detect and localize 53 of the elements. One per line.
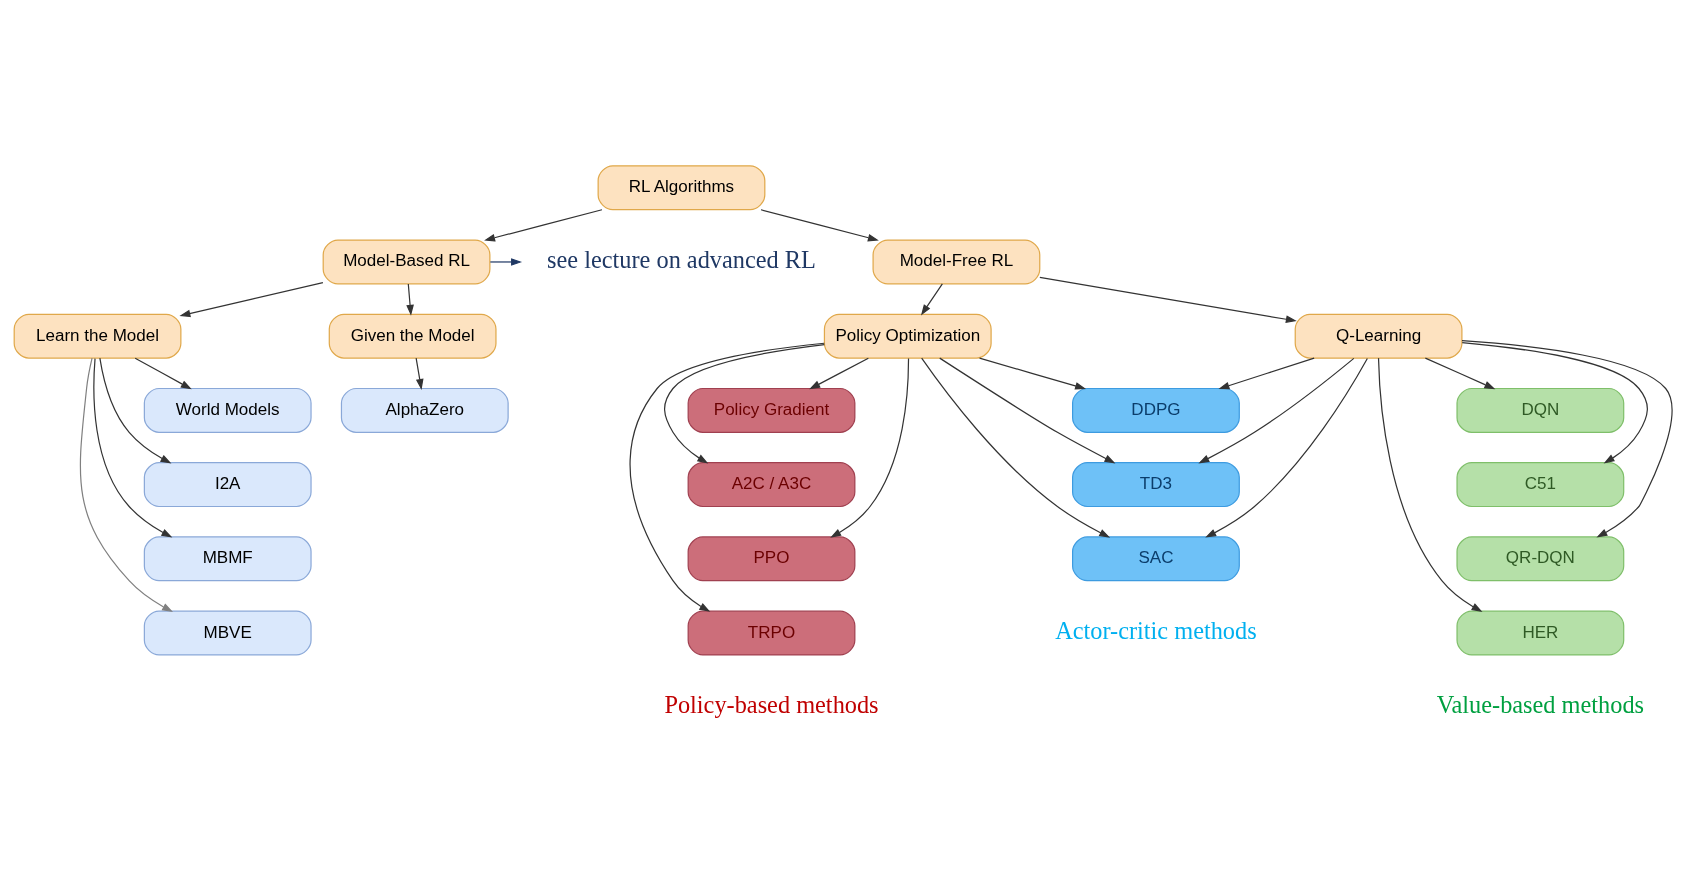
- node-box: A2C / A3C: [687, 462, 855, 508]
- arrow: [938, 357, 1115, 464]
- node-box: Model-Based RL: [322, 239, 490, 285]
- node-box: TRPO: [687, 610, 855, 656]
- node-box: PPO: [687, 536, 855, 582]
- arrow: [1424, 357, 1495, 390]
- node-box: C51: [1455, 462, 1624, 508]
- arrow: [1377, 357, 1482, 612]
- node-box: Model-Free RL: [872, 239, 1040, 285]
- arrow: [1217, 357, 1315, 390]
- node-text: see lecture on advanced RL: [546, 246, 816, 274]
- arrow: [808, 357, 869, 390]
- arrow: [405, 283, 414, 316]
- node-box: DDPG: [1071, 387, 1240, 433]
- node-box: SAC: [1071, 536, 1240, 582]
- arrow: [79, 357, 173, 612]
- node-box: MBMF: [143, 536, 312, 582]
- label: Policy-based methods: [663, 691, 879, 719]
- arrow: [98, 357, 171, 464]
- arrow: [483, 209, 603, 242]
- arrow: [1197, 357, 1354, 464]
- arrow: [829, 357, 909, 538]
- arrow: [1461, 341, 1648, 464]
- arrow: [663, 344, 825, 464]
- node-box: RL Algorithms: [597, 165, 765, 211]
- arrow: [920, 283, 943, 316]
- node-box: Policy Optimization: [823, 313, 992, 359]
- node-box: AlphaZero: [340, 387, 509, 433]
- node-box: TD3: [1071, 462, 1240, 508]
- node-box: Q-Learning: [1294, 313, 1462, 359]
- node-box: Given the Model: [328, 313, 497, 359]
- node-box: MBVE: [143, 610, 312, 656]
- arrow: [978, 357, 1086, 390]
- arrow: [920, 357, 1110, 538]
- arrow: [178, 282, 324, 318]
- arrow: [92, 357, 172, 538]
- node-box: Policy Gradient: [687, 387, 855, 433]
- arrow: [759, 209, 879, 242]
- arrow: [1204, 357, 1368, 538]
- node-box: DQN: [1455, 387, 1624, 433]
- arrow: [629, 342, 825, 612]
- arrow: [1038, 276, 1297, 323]
- node-box: Learn the Model: [13, 313, 181, 359]
- node-box: I2A: [143, 462, 312, 508]
- label: Value-based methods: [1436, 691, 1644, 719]
- arrow: [134, 357, 192, 390]
- node-box: World Models: [143, 387, 312, 433]
- node-box: HER: [1455, 610, 1624, 656]
- label: Actor-critic methods: [1054, 617, 1257, 645]
- node-box: QR-DQN: [1455, 536, 1624, 582]
- arrow: [489, 258, 522, 266]
- arrow: [415, 357, 423, 391]
- arrow: [1460, 340, 1673, 538]
